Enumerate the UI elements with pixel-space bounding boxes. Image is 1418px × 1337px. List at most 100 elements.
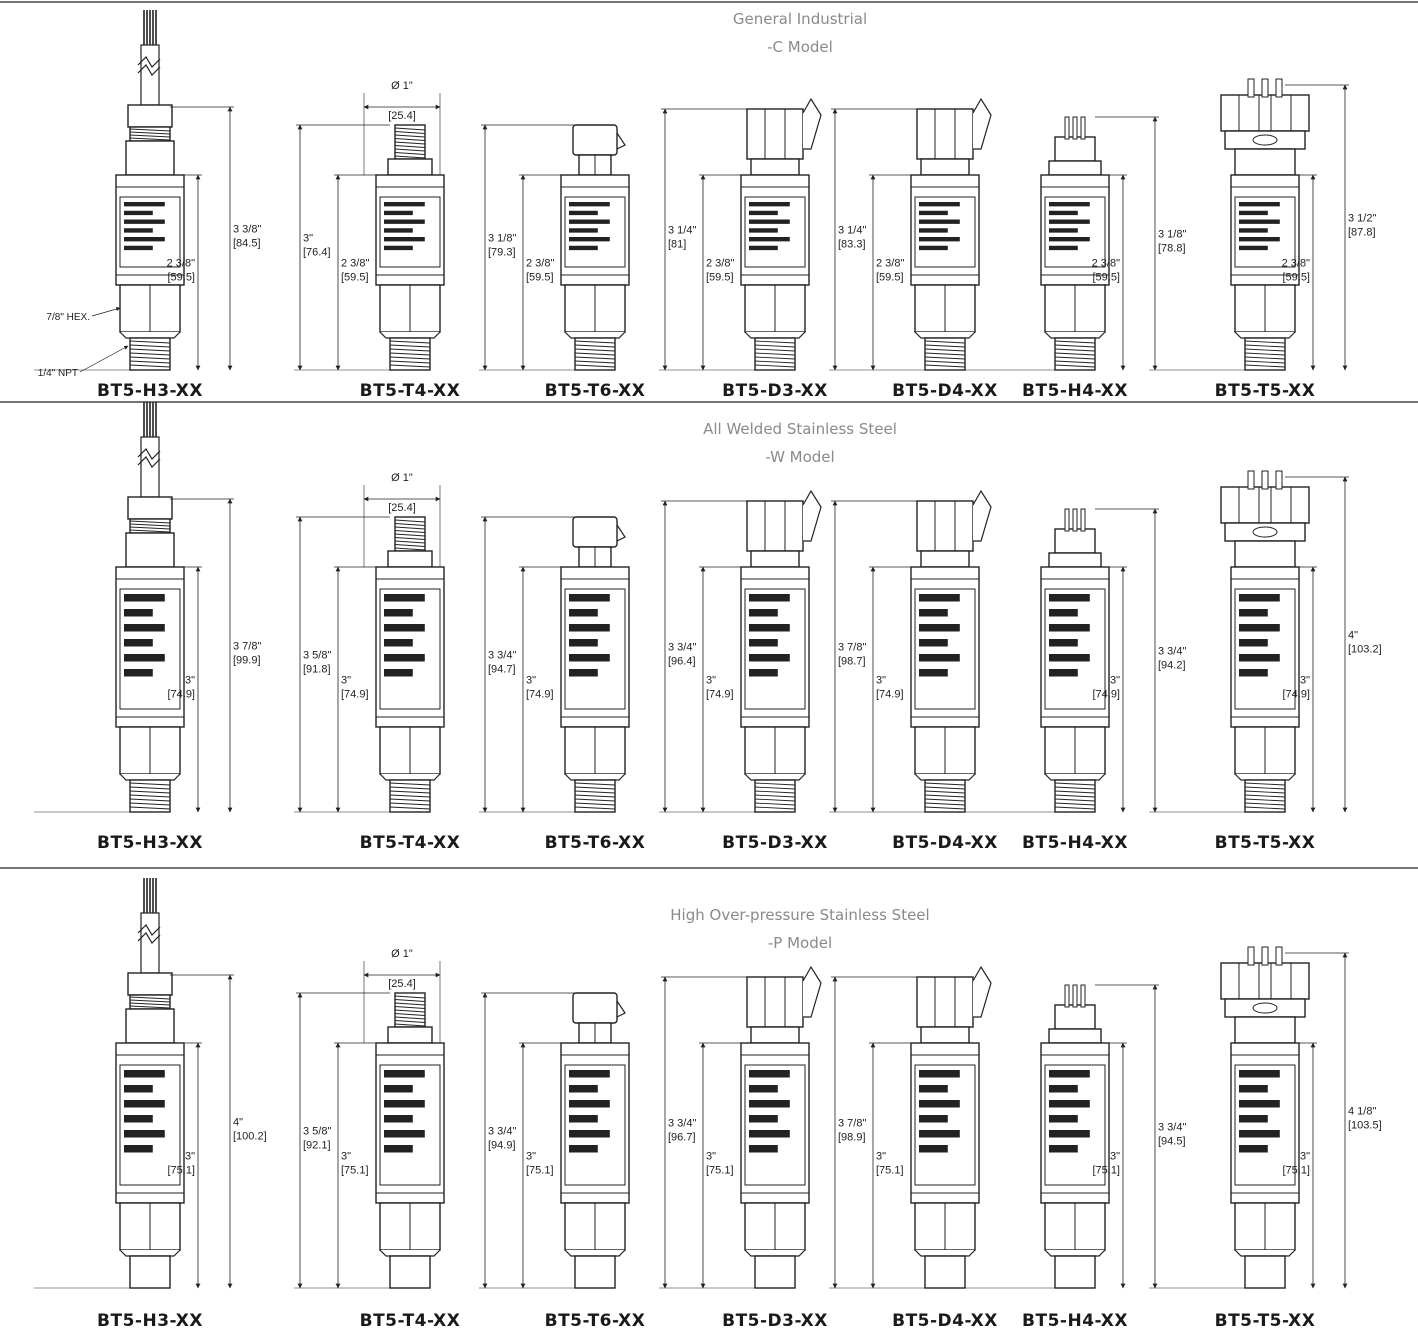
hex-callout: 7/8" HEX. xyxy=(46,312,90,323)
thread-line xyxy=(1244,340,1286,344)
thread-line xyxy=(394,526,426,530)
label-text-mark xyxy=(569,228,598,233)
dimension-mm: [79.3] xyxy=(488,247,516,259)
thread-line xyxy=(754,360,796,364)
label-text-mark xyxy=(749,245,778,251)
connector-pin xyxy=(1072,116,1078,140)
plug-latch xyxy=(616,132,626,150)
label-text-mark xyxy=(569,210,598,216)
thread-line xyxy=(129,340,171,344)
hex-chamfer xyxy=(119,331,181,339)
break-symbol xyxy=(137,448,161,468)
label-text-mark xyxy=(384,245,413,251)
connector-pin xyxy=(1261,78,1269,98)
label-text-mark xyxy=(1049,1100,1090,1108)
dimension-inch: 3 1/2" xyxy=(1348,213,1376,225)
din-plug xyxy=(916,500,974,552)
label-text-mark xyxy=(384,1130,425,1138)
thread-line xyxy=(1244,364,1286,368)
label-text-mark xyxy=(1239,219,1280,224)
thread-line xyxy=(129,526,171,530)
dimension-mm: [100.2] xyxy=(233,1131,267,1143)
label-text-mark xyxy=(1049,1070,1090,1078)
bayonet-slot xyxy=(1252,134,1278,146)
connector-pin xyxy=(1247,78,1255,98)
dimension-inch: 3" xyxy=(303,233,313,245)
dimension-mm: [59.5] xyxy=(341,272,369,284)
dimension-inch: 2 3/8" xyxy=(526,258,554,270)
sensor-bt5-d4-xx: BT5-D4-XX3 7/8"[98.7]3"[74.9] xyxy=(829,489,997,853)
connector-base xyxy=(920,158,970,176)
thread-line xyxy=(394,1013,426,1016)
model-name: BT5-T4-XX xyxy=(360,1311,461,1331)
label-text-mark xyxy=(1049,669,1078,677)
label-text-mark xyxy=(919,594,960,602)
label-text-mark xyxy=(1049,1085,1078,1093)
label-text-mark xyxy=(919,1115,948,1123)
thread-line xyxy=(394,131,426,134)
label-text-mark xyxy=(1239,245,1268,251)
connector-pin xyxy=(1080,116,1086,140)
thread-line xyxy=(394,134,426,138)
thread-line xyxy=(1244,798,1286,802)
thread-line xyxy=(924,344,966,348)
thread-line xyxy=(754,786,796,790)
dimension-mm: [84.5] xyxy=(233,238,261,250)
label-text-mark xyxy=(569,1145,598,1153)
dimension-mm: [98.9] xyxy=(838,1132,866,1144)
thread-line xyxy=(389,790,431,794)
hex-chamfer xyxy=(564,1249,626,1257)
sensor-bt5-h3-xx: BT5-H3-XX3 7/8"[99.9]3"[74.9] xyxy=(34,402,261,853)
dimension-inch: 3" xyxy=(876,1151,886,1163)
connector-base xyxy=(750,1026,800,1044)
thread-line xyxy=(389,356,431,360)
dimension-mm: [75.1] xyxy=(167,1165,195,1177)
din-plug xyxy=(746,976,804,1028)
label-text-mark xyxy=(569,202,610,207)
label-text-mark xyxy=(919,1145,948,1153)
thread-line xyxy=(574,352,616,356)
thread-line xyxy=(129,798,171,802)
thread-line xyxy=(394,138,426,141)
dimension-inch: 3 5/8" xyxy=(303,650,331,662)
label-plate xyxy=(744,1064,806,1186)
thread-line xyxy=(129,996,171,1000)
label-text-mark xyxy=(1239,669,1268,677)
label-text-mark xyxy=(569,654,610,662)
label-text-mark xyxy=(749,1115,778,1123)
npt-thread xyxy=(1054,779,1096,813)
label-text-mark xyxy=(569,1130,610,1138)
pin-header xyxy=(1054,528,1096,554)
label-text-mark xyxy=(384,237,425,242)
label-text-mark xyxy=(749,228,778,233)
dimension-mm: [99.9] xyxy=(233,655,261,667)
thread-line xyxy=(924,356,966,360)
thread-line xyxy=(394,1023,426,1027)
bayonet-slot xyxy=(1252,1002,1278,1014)
diameter-mm: [25.4] xyxy=(388,110,416,122)
label-text-mark xyxy=(569,669,598,677)
label-text-mark xyxy=(1049,1145,1078,1153)
dimension-inch: 3" xyxy=(706,675,716,687)
label-text-mark xyxy=(919,202,960,207)
npt-thread xyxy=(574,1255,616,1289)
dimension-inch: 3" xyxy=(526,675,536,687)
thread-line xyxy=(129,790,171,794)
label-text-mark xyxy=(124,1145,153,1153)
thread-line xyxy=(1054,806,1096,810)
cable-gland-nut xyxy=(127,972,173,996)
model-name: BT5-T4-XX xyxy=(360,833,461,853)
thread-line xyxy=(924,360,966,364)
thread-line xyxy=(574,802,616,806)
thread-line xyxy=(574,790,616,794)
label-text-mark xyxy=(749,639,778,647)
dimension-mm: [96.4] xyxy=(668,656,696,668)
connector-pin xyxy=(1275,78,1283,98)
din-plug xyxy=(916,976,974,1028)
model-name: BT5-H4-XX xyxy=(1022,381,1128,401)
dimension-inch: 3 1/8" xyxy=(488,233,516,245)
model-name: BT5-D4-XX xyxy=(892,381,998,401)
thread-line xyxy=(924,806,966,810)
